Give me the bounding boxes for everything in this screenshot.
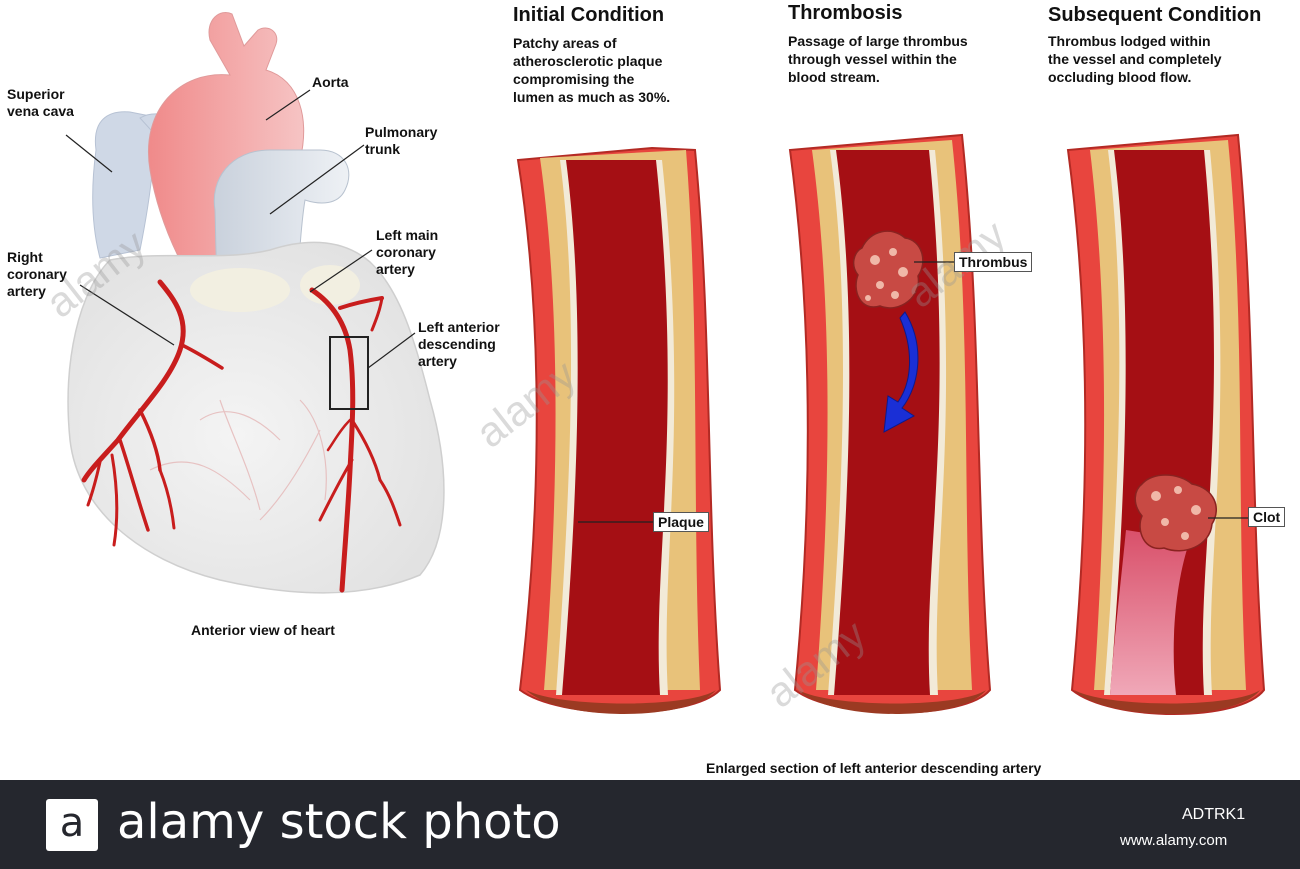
lad-section-box — [329, 336, 369, 410]
right-coronary-artery-shape — [81, 279, 186, 483]
thrombus-shape — [852, 230, 924, 309]
panel-description-subsequent: Thrombus lodged within the vessel and co… — [1048, 33, 1222, 85]
vessel-subsequent — [1066, 133, 1266, 715]
superior-vena-cava-shape — [92, 111, 155, 259]
alamy-logo-icon: a — [46, 799, 98, 851]
label-right-coronary-artery: Right coronary artery — [7, 249, 67, 299]
heart-drawing — [65, 12, 445, 594]
illustration-svg — [65, 12, 1266, 715]
label-thrombus: Thrombus — [954, 252, 1033, 272]
vessel-initial — [516, 146, 722, 714]
stock-footer: a alamy stock photo ADTRK1 www.alamy.com — [0, 780, 1300, 869]
label-plaque: Plaque — [653, 512, 709, 532]
panel-title-subsequent: Subsequent Condition — [1048, 4, 1262, 26]
panel-description-initial: Patchy areas of atherosclerotic plaque c… — [513, 35, 671, 105]
panel-title-thrombosis: Thrombosis — [788, 2, 903, 24]
label-superior-vena-cava: Superior vena cava — [7, 86, 74, 119]
label-left-main-coronary-artery: Left main coronary artery — [376, 227, 439, 277]
clot-shape — [1134, 474, 1217, 552]
label-clot: Clot — [1248, 507, 1286, 527]
flow-arrow-icon — [883, 311, 919, 433]
site-url: www.alamy.com — [1120, 832, 1228, 849]
enlarged-section-caption: Enlarged section of left anterior descen… — [706, 760, 1042, 776]
panel-description-thrombosis: Passage of large thrombus through vessel… — [788, 33, 968, 85]
panel-title-initial: Initial Condition — [513, 4, 665, 26]
image-id: ADTRK1 — [1182, 806, 1246, 823]
logo-letter: a — [59, 800, 85, 846]
label-left-anterior-descending-artery: Left anterior descending artery — [418, 319, 500, 369]
heart-caption: Anterior view of heart — [191, 622, 335, 638]
label-pulmonary-trunk: Pulmonary trunk — [365, 124, 438, 157]
brand-text: alamy stock photo — [117, 794, 561, 850]
label-aorta: Aorta — [312, 74, 349, 90]
vessel-thrombosis — [788, 133, 992, 714]
illustration: alamy alamy alamy alamy Superior vena ca… — [7, 2, 1286, 776]
